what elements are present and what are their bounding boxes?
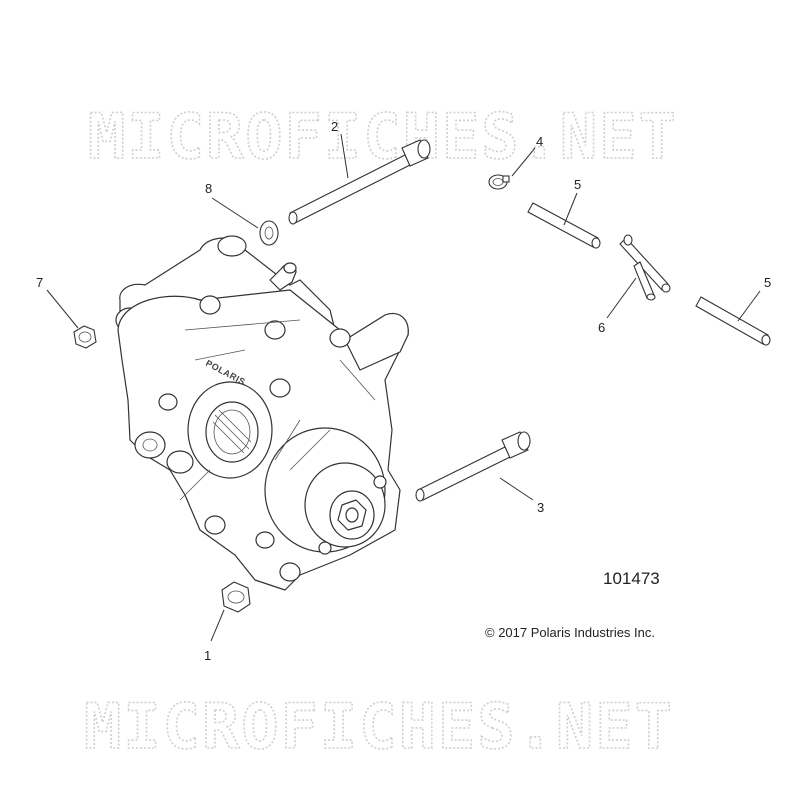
callout-2[interactable]: 2 [331,119,338,134]
part-1-nut[interactable] [221,581,251,613]
callout-8[interactable]: 8 [205,181,212,196]
part-8-washer[interactable] [259,220,279,246]
callout-6[interactable]: 6 [598,320,605,335]
callout-3[interactable]: 3 [537,500,544,515]
callout-7[interactable]: 7 [36,275,43,290]
part-6-tee-fitting[interactable] [619,234,671,301]
callout-4[interactable]: 4 [536,134,543,149]
callout-1[interactable]: 1 [204,648,211,663]
watermark-bottom: MICROFICHES.NET [84,690,674,763]
copyright-notice: © 2017 Polaris Industries Inc. [485,625,655,640]
part-3-bolt[interactable] [415,431,531,502]
gearcase-housing[interactable]: POLARIS [115,235,409,591]
callout-5b[interactable]: 5 [764,275,771,290]
part-5a-hose[interactable] [527,202,601,249]
watermark-top: MICROFICHES.NET [88,100,678,173]
part-4-hose-clamp[interactable] [488,174,510,190]
leader-lines [46,133,761,642]
part-5b-hose[interactable] [695,296,771,346]
callout-5a[interactable]: 5 [574,177,581,192]
part-7-nut[interactable] [73,325,97,349]
part-2-long-bolt[interactable] [288,139,431,225]
diagram-number: 101473 [603,569,660,588]
